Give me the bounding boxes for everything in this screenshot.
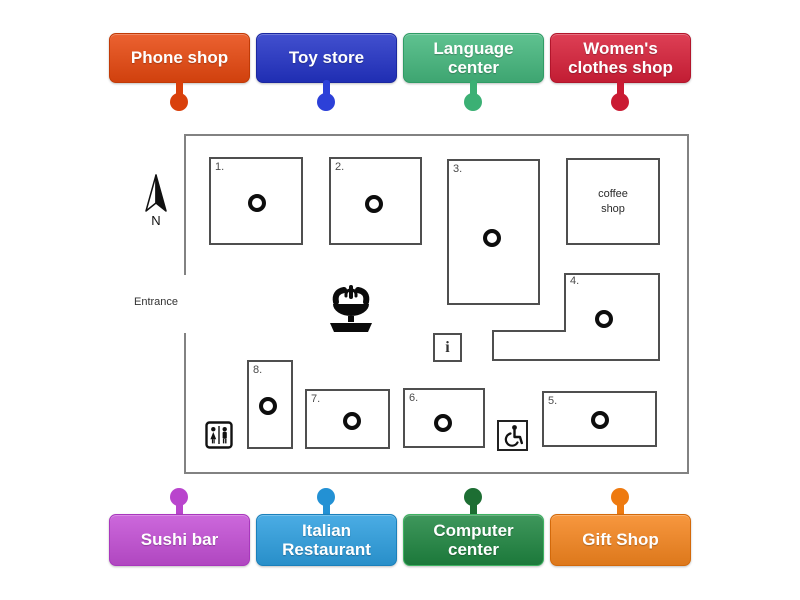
north-label: N	[151, 213, 161, 228]
north-arrow-icon	[145, 174, 167, 212]
room-number: 1.	[215, 161, 225, 173]
answer-target-room-5[interactable]	[591, 411, 609, 429]
label-button[interactable]: Gift Shop	[550, 514, 691, 566]
pin-circle[interactable]	[611, 93, 629, 111]
room-number: 7.	[311, 393, 321, 405]
label-button[interactable]: Computer center	[403, 514, 544, 566]
pin-circle[interactable]	[611, 488, 629, 506]
pin-stem	[470, 501, 477, 517]
answer-target-room-6[interactable]	[434, 414, 452, 432]
fountain-icon	[330, 285, 372, 332]
label-button[interactable]: Sushi bar	[109, 514, 250, 566]
pin-circle[interactable]	[464, 488, 482, 506]
answer-target-room-1[interactable]	[248, 194, 266, 212]
answer-target-room-3[interactable]	[483, 229, 501, 247]
pin-stem	[323, 80, 330, 98]
pin-circle[interactable]	[170, 93, 188, 111]
room-3: 3.	[447, 159, 540, 305]
room-number: 2.	[335, 161, 345, 173]
answer-target-room-4[interactable]	[595, 310, 613, 328]
room-number: 6.	[409, 392, 419, 404]
pin-stem	[617, 80, 624, 98]
room-number: 3.	[453, 163, 463, 175]
information-letter: i	[445, 338, 450, 356]
wheelchair-icon	[497, 420, 528, 451]
restrooms-icon	[205, 421, 233, 449]
label-button[interactable]: Toy store	[256, 33, 397, 83]
information-icon: i	[433, 333, 462, 362]
pin-circle[interactable]	[170, 488, 188, 506]
answer-target-room-2[interactable]	[365, 195, 383, 213]
pin-stem	[176, 501, 183, 517]
pin-circle[interactable]	[464, 93, 482, 111]
floor-plan: 1. 2. 3. coffee shop 4. 5. 6. 7. 8.	[184, 134, 689, 474]
label-button[interactable]: Phone shop	[109, 33, 250, 83]
entrance-gap	[184, 275, 186, 333]
pin-stem	[470, 80, 477, 98]
room-4-outline	[492, 273, 660, 361]
room-number: 4.	[570, 275, 580, 287]
room-number: 8.	[253, 364, 263, 376]
label-button[interactable]: Italian Restaurant	[256, 514, 397, 566]
pin-stem	[176, 80, 183, 98]
pin-circle[interactable]	[317, 93, 335, 111]
pin-stem	[323, 501, 330, 517]
answer-target-room-8[interactable]	[259, 397, 277, 415]
coffee-shop-label: coffee shop	[598, 188, 628, 215]
answer-target-room-7[interactable]	[343, 412, 361, 430]
entrance-label: Entrance	[133, 296, 179, 308]
label-button[interactable]: Language center	[403, 33, 544, 83]
coffee-shop-room: coffee shop	[566, 158, 660, 245]
room-number: 5.	[548, 395, 558, 407]
label-button[interactable]: Women's clothes shop	[550, 33, 691, 83]
pin-circle[interactable]	[317, 488, 335, 506]
pin-stem	[617, 501, 624, 517]
